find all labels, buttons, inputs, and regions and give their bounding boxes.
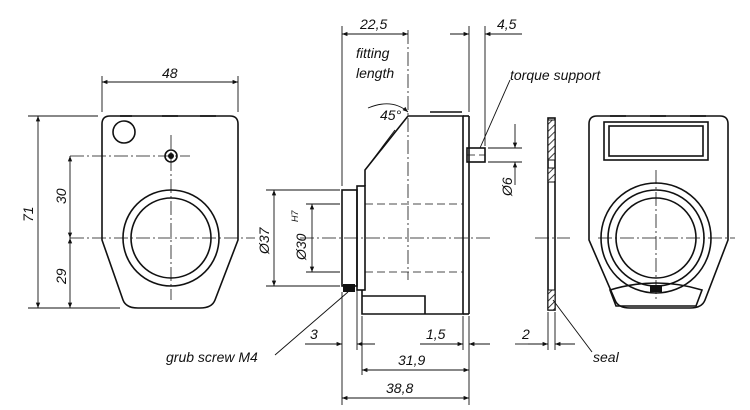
label-length: length (356, 65, 394, 81)
side-dimensions: 22,5 fitting length 4,5 45° torque suppo… (166, 16, 601, 405)
label-fitting: fitting (356, 45, 390, 61)
dim-angle-45: 45° (380, 107, 402, 123)
dim-2: 2 (521, 326, 530, 342)
display-window-circle (112, 120, 136, 144)
dim-height-29: 29 (53, 268, 69, 285)
rear-view (588, 115, 735, 309)
dim-4-5: 4,5 (497, 16, 517, 32)
dim-d30-tolerance: H7 (290, 210, 300, 222)
label-torque-support: torque support (510, 67, 601, 83)
dim-38-8: 38,8 (386, 380, 413, 396)
dim-1-5: 1,5 (426, 326, 446, 342)
dim-22-5: 22,5 (359, 16, 387, 32)
display-window-inner (608, 125, 704, 157)
dim-width-48: 48 (162, 65, 178, 81)
dim-d30: Ø30 (293, 233, 309, 261)
front-dimensions: 48 71 30 29 (20, 65, 239, 309)
side-view (300, 30, 490, 315)
rear-bottom-lip (608, 282, 704, 307)
dim-d37: Ø37 (256, 226, 272, 255)
label-grub-screw: grub screw M4 (166, 349, 258, 365)
dim-d6: Ø6 (499, 177, 515, 197)
dim-31-9: 31,9 (398, 352, 425, 368)
label-seal: seal (593, 349, 620, 365)
seal-view: 2 seal (515, 117, 620, 365)
dim-height-71: 71 (20, 206, 36, 222)
display-window-outer (603, 121, 709, 161)
dim-3: 3 (310, 326, 318, 342)
front-view (70, 115, 255, 309)
dim-height-30: 30 (53, 188, 69, 204)
